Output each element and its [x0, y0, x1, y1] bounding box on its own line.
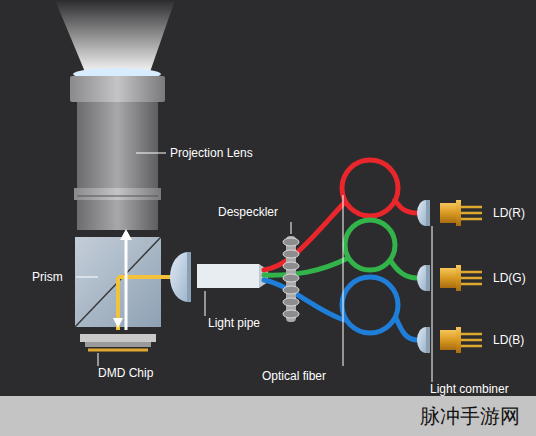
lens-barrel — [77, 200, 158, 230]
watermark: 脉冲手游网 — [420, 404, 520, 428]
dmd-pins — [88, 349, 148, 352]
leader-line — [291, 222, 292, 234]
leader-line — [343, 195, 344, 366]
light-beam — [125, 232, 128, 330]
light-pipe — [197, 264, 259, 288]
part-label: LD(G) — [493, 271, 526, 285]
part-label: LD(B) — [493, 333, 524, 347]
bottom-band — [0, 396, 536, 436]
blue-fiber — [396, 318, 418, 340]
blue-fiber-loop — [342, 277, 398, 333]
despeckler-disk — [283, 286, 299, 294]
dmd-chip — [80, 334, 156, 342]
despeckler-disk — [283, 274, 299, 282]
part-label: Despeckler — [218, 205, 278, 219]
red-fiber-loop — [342, 160, 398, 216]
green-fiber — [264, 258, 348, 275]
beam-arrow — [113, 318, 123, 328]
dmd-chip — [85, 342, 151, 347]
red-fiber — [395, 200, 418, 213]
despeckler-disk — [283, 310, 299, 318]
part-label: DMD Chip — [98, 366, 153, 380]
light-cone — [55, 0, 175, 72]
despeckler-disk — [283, 250, 299, 258]
part-label: Light combiner — [430, 382, 509, 396]
blue-fiber — [264, 280, 344, 320]
condenser-lens — [187, 252, 191, 302]
lens-groove — [77, 196, 158, 197]
lens-barrel — [77, 102, 158, 190]
part-label: Prism — [32, 270, 63, 284]
lens-ring — [74, 188, 161, 200]
green-fiber-loop — [345, 220, 395, 270]
beam-arrow — [120, 229, 132, 240]
despeckler-disk — [283, 238, 299, 246]
leader-line — [76, 277, 98, 278]
laser-diode-b — [417, 327, 482, 353]
leader-line — [98, 353, 99, 366]
part-label: Light pipe — [208, 316, 260, 330]
laser-diode-g — [417, 265, 482, 291]
green-fiber — [390, 260, 418, 278]
lens-ring — [70, 76, 165, 102]
laser-diode-r — [417, 200, 482, 226]
leader-line — [205, 291, 206, 316]
despeckler-disk — [283, 262, 299, 270]
part-label: Optical fiber — [262, 369, 326, 383]
despeckler-disk — [283, 298, 299, 306]
part-label: LD(R) — [493, 206, 525, 220]
leader-line — [136, 153, 166, 154]
condenser-lens — [170, 252, 188, 302]
leader-line — [432, 226, 433, 382]
part-label: Projection Lens — [170, 146, 253, 160]
